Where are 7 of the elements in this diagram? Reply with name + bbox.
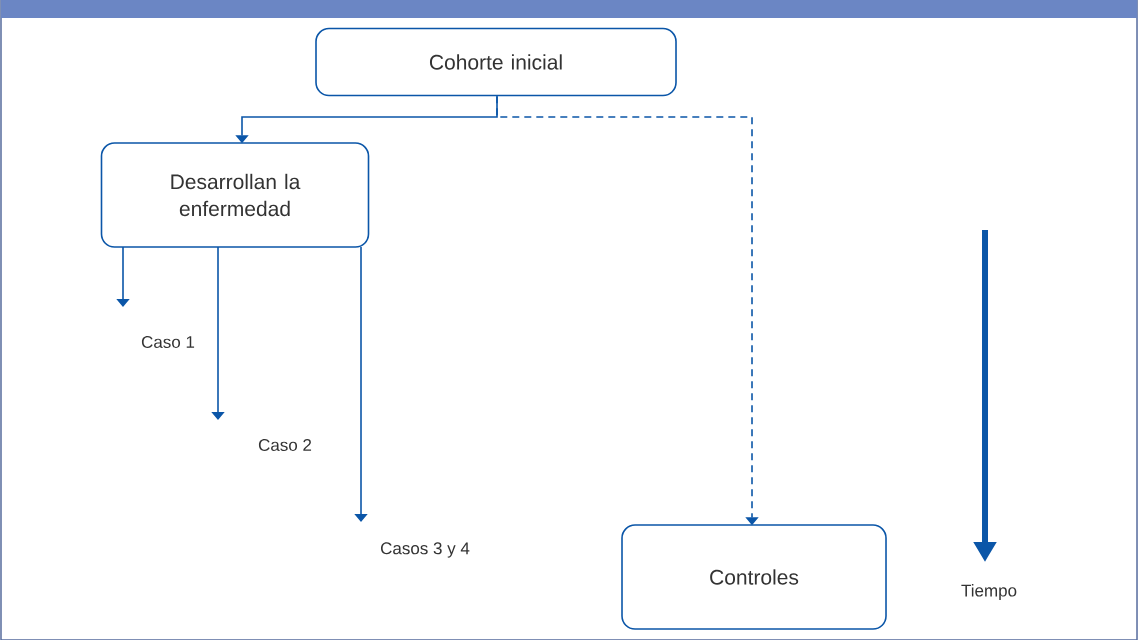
axis-label: Tiempo [961, 584, 1017, 600]
process-box: Cohorte inicial [315, 27, 677, 97]
case-label: Casos 3 y 4 [381, 542, 470, 558]
case-label: Caso 1 [141, 336, 195, 349]
process-box: Controles [621, 524, 887, 630]
case-label: Caso 2 [258, 439, 312, 452]
process-box: Desarrollan la enfermedad [100, 142, 370, 248]
